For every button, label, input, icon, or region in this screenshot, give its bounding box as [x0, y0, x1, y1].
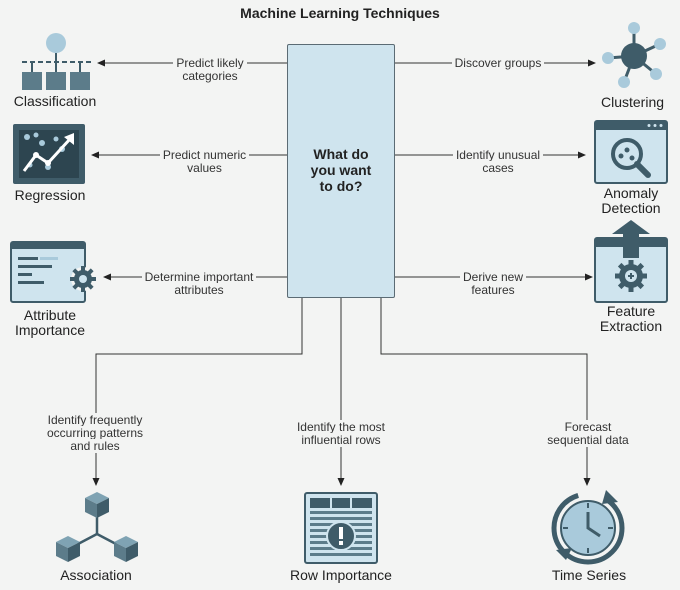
arrow-association [92, 298, 303, 486]
association-label: Association [60, 567, 132, 583]
regression-label: Regression [14, 187, 86, 203]
regression-icon [13, 124, 85, 184]
row-importance-label: Row Importance [290, 567, 392, 583]
time-series-icon [551, 490, 625, 565]
anomaly-detection-icon [594, 120, 668, 184]
row-importance-icon [304, 492, 378, 564]
center-question-box [287, 44, 395, 298]
clustering-icon [602, 22, 666, 88]
clustering-label: Clustering [600, 94, 665, 110]
center-question: What do you want to do? [310, 146, 372, 194]
classification-icon [22, 33, 92, 90]
attribute-importance-icon [10, 241, 96, 303]
clustering-arrow-label: Discover groups [438, 56, 558, 70]
diagram-title: Machine Learning Techniques [240, 5, 440, 21]
time-series-label: Time Series [551, 567, 627, 583]
arrow-time-series [380, 298, 591, 486]
feature-extraction-icon [594, 220, 668, 303]
association-icon [56, 492, 138, 562]
classification-label: Classification [13, 93, 97, 109]
